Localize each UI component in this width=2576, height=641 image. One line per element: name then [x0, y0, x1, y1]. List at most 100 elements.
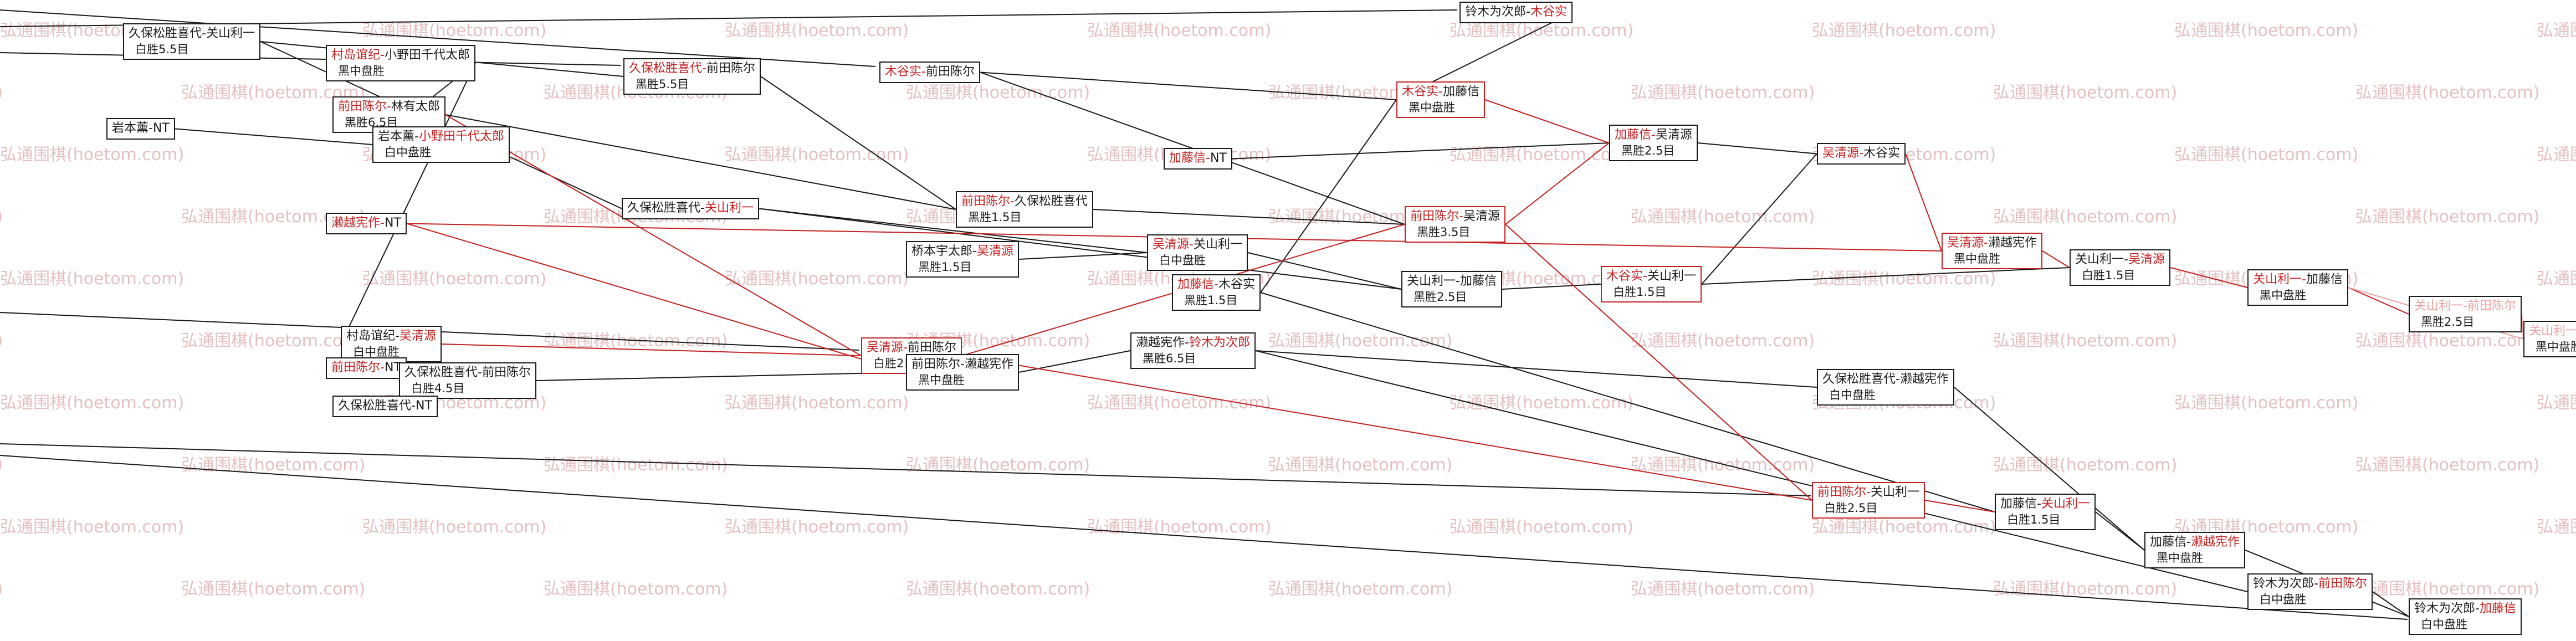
connector-line — [1018, 252, 1148, 260]
player2-name: 关山利一 — [1870, 485, 1919, 499]
match-title: 铃木为次郎-木谷实 — [1465, 4, 1567, 20]
match-node: 吴清源-关山利一白中盘胜 — [1147, 234, 1248, 271]
match-title: 前田陈尔-关山利一 — [1817, 485, 1919, 501]
connector-line — [536, 372, 907, 381]
players-separator: - — [1456, 274, 1460, 288]
watermark-text: 弘通围棋(hoetom.com) — [725, 269, 909, 289]
connector-line — [1232, 142, 1610, 160]
players-separator: - — [1010, 194, 1015, 208]
players-separator: - — [380, 216, 385, 230]
player1-name: 关山利一 — [2253, 273, 2302, 286]
match-node: 关山利一-吴清源白胜1.5目 — [2070, 249, 2170, 286]
connector-line — [445, 114, 862, 356]
player2-name: 加藤信 — [1442, 85, 1479, 99]
match-result: 白中盘胜 — [2421, 617, 2467, 631]
player1-name: 木谷实 — [1606, 269, 1643, 283]
watermark-text: 弘通围棋(hoetom.com) — [1450, 517, 1634, 537]
watermark-text: 弘通围棋(hoetom.com) — [1631, 580, 1815, 599]
connector-line — [759, 208, 1148, 253]
watermark-text: 弘通围棋(hoetom.com) — [0, 575, 3, 599]
player2-name: 吴清源 — [1463, 209, 1500, 223]
match-result: 黑胜6.5目 — [1143, 351, 1196, 365]
player2-name: 小野田千代太郎 — [384, 48, 470, 62]
player2-name: 吴清源 — [2128, 253, 2165, 266]
match-node: 铃木为次郎-加藤信白中盘胜 — [2409, 598, 2522, 635]
player2-name: 久保松胜喜代 — [1014, 194, 1088, 208]
player2-name: 吴清源 — [1655, 128, 1692, 142]
player2-name: NT — [152, 121, 170, 135]
match-title: 濑越宪作-NT — [331, 216, 401, 232]
watermark-text: 弘通围棋(hoetom.com) — [544, 580, 728, 599]
watermark-text: 弘通围棋(hoetom.com) — [1812, 517, 1996, 537]
player1-name: 前田陈尔 — [911, 357, 961, 371]
players-separator: - — [1526, 5, 1530, 19]
player1-name: 加藤信 — [1615, 128, 1652, 142]
match-node: 村岛谊纪-吴清源白中盘胜 — [341, 326, 442, 362]
players-separator: - — [414, 130, 419, 143]
match-result: 黑中盘胜 — [918, 373, 965, 387]
players-separator: - — [202, 27, 206, 40]
player2-name: NT — [384, 216, 401, 230]
match-node: 前田陈尔-关山利一白胜2.5目 — [1812, 482, 1925, 519]
player2-name: 前田陈尔 — [2467, 299, 2516, 313]
player2-name: 木谷实 — [1218, 278, 1255, 291]
watermark-text: 弘通围棋(hoetom.com) — [2174, 393, 2359, 413]
player2-name: 濑越宪作 — [1988, 236, 2037, 250]
match-node: 久保松胜喜代-关山利一 — [622, 198, 759, 219]
players-separator: - — [1866, 485, 1871, 499]
watermark-text: 弘通围棋(hoetom.com) — [181, 331, 366, 351]
match-title: 吴清源-木谷实 — [1822, 146, 1900, 162]
match-node: 加藤信-濑越宪作黑中盘胜 — [2144, 532, 2245, 568]
match-title: 木谷实-前田陈尔 — [885, 64, 975, 80]
match-title: 加藤信-濑越宪作 — [2150, 535, 2240, 551]
watermark-text: 弘通围棋(hoetom.com) — [1631, 207, 1815, 227]
match-node: 吴清源-木谷实 — [1817, 143, 1906, 165]
watermark-text: 弘通围棋(hoetom.com) — [2537, 517, 2576, 537]
match-node: 木谷实-关山利一白胜1.5目 — [1601, 266, 1702, 302]
player1-name: 久保松胜喜代 — [338, 399, 412, 413]
match-title: 前田陈尔-NT — [331, 360, 401, 376]
connector-line — [1924, 500, 1995, 512]
player2-name: 吴清源 — [976, 244, 1013, 258]
player2-name: 加藤信 — [2479, 602, 2516, 616]
match-title: 前田陈尔-林有太郎 — [338, 99, 440, 115]
player1-name: 铃木为次郎 — [2253, 577, 2314, 591]
match-result: 黑中盘胜 — [1954, 252, 2000, 265]
player1-name: 吴清源 — [1153, 238, 1190, 252]
connector-line — [2372, 591, 2409, 617]
watermark-text: 弘通围棋(hoetom.com) — [0, 393, 185, 413]
match-node: 桥本宇太郎-吴清源黑胜1.5目 — [906, 241, 1019, 278]
watermark-text: 弘通围棋(hoetom.com) — [906, 455, 1090, 475]
watermark-text: 弘通围棋(hoetom.com) — [362, 517, 547, 537]
watermark-text: 弘通围棋(hoetom.com) — [0, 451, 3, 475]
connector-line — [445, 114, 956, 210]
watermark-text: 弘通围棋(hoetom.com) — [2537, 21, 2576, 40]
match-result: 黑胜1.5目 — [968, 210, 1022, 224]
match-title: 前田陈尔-吴清源 — [1410, 209, 1500, 225]
match-result: 黑中盘胜 — [2157, 551, 2203, 565]
player1-name: 加藤信 — [2150, 535, 2187, 549]
player1-name: 吴清源 — [1947, 236, 1984, 250]
watermark-text: 弘通围棋(hoetom.com) — [1631, 331, 1815, 351]
watermark-text: 弘通围棋(hoetom.com) — [1812, 21, 1996, 40]
match-node: 木谷实-前田陈尔 — [879, 61, 980, 83]
watermark-text: 弘通围棋(hoetom.com) — [2355, 207, 2540, 227]
match-node: 久保松胜喜代-濑越宪作白中盘胜 — [1817, 369, 1954, 406]
watermark-text: 弘通围棋(hoetom.com) — [1993, 207, 2178, 227]
match-node: 铃木为次郎-前田陈尔白中盘胜 — [2247, 573, 2373, 610]
player1-name: 木谷实 — [1402, 85, 1439, 99]
watermark-text: 弘通围棋(hoetom.com) — [0, 269, 185, 289]
match-title: 久保松胜喜代-前田陈尔 — [629, 61, 755, 77]
match-title: 关山利一-吴清源 — [2075, 252, 2165, 268]
connector-line — [1697, 142, 1817, 155]
watermark-text: 弘通围棋(hoetom.com) — [2355, 83, 2540, 102]
watermark-text: 弘通围棋(hoetom.com) — [181, 455, 366, 475]
match-node: 久保松胜喜代-NT — [332, 396, 438, 417]
player1-name: 吴清源 — [867, 341, 904, 355]
player1-name: 前田陈尔 — [961, 194, 1011, 208]
player1-name: 村岛谊纪 — [346, 329, 396, 343]
match-title: 吴清源-濑越宪作 — [1947, 235, 2037, 252]
match-result: 黑胜2.5目 — [1414, 290, 1467, 304]
match-title: 加藤信-木谷实 — [1177, 277, 1255, 293]
match-result: 白胜1.5目 — [2082, 268, 2135, 282]
